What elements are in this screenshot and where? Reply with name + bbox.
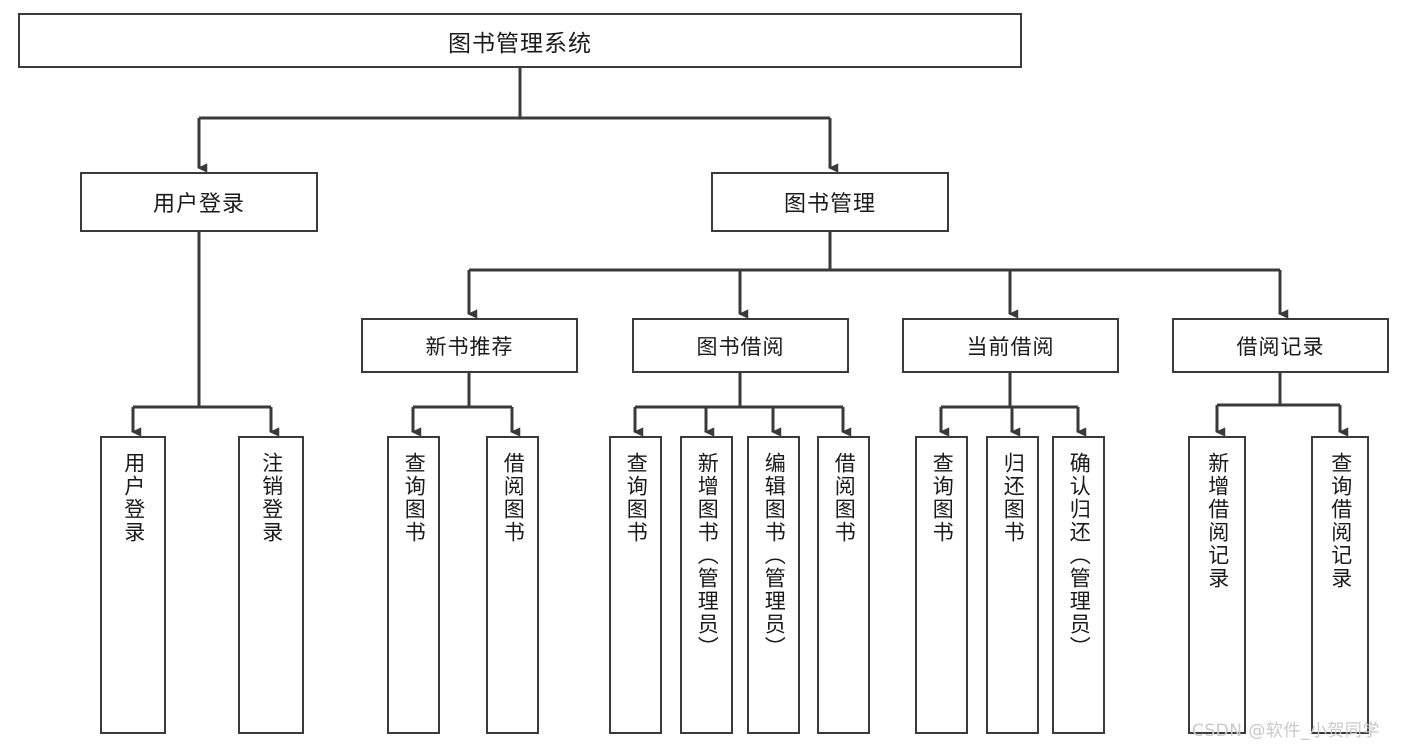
leaf-label: 归还图书 [1001, 452, 1026, 544]
leaf-logout[interactable]: 注销登录 [238, 436, 304, 734]
node-book-management[interactable]: 图书管理 [711, 172, 949, 232]
leaf-query-book-current[interactable]: 查询图书 [915, 436, 968, 734]
leaf-add-book-admin[interactable]: 新增图书（管理员） [680, 436, 733, 734]
node-borrow-record[interactable]: 借阅记录 [1172, 318, 1389, 373]
node-current-borrow[interactable]: 当前借阅 [902, 318, 1119, 373]
node-root-system[interactable]: 图书管理系统 [18, 13, 1022, 68]
leaf-user-login[interactable]: 用户登录 [100, 436, 166, 734]
leaf-label: 借阅图书 [832, 452, 857, 544]
leaf-borrow-book-recommend[interactable]: 借阅图书 [486, 436, 539, 734]
node-book-borrow[interactable]: 图书借阅 [632, 318, 849, 373]
leaf-label: 查询图书 [624, 452, 649, 544]
csdn-watermark: CSDN @软件_小贺同学 [1192, 721, 1380, 741]
leaf-label: 新增借阅记录 [1205, 452, 1230, 590]
leaf-query-book-recommend[interactable]: 查询图书 [387, 436, 440, 734]
leaf-confirm-return-admin[interactable]: 确认归还（管理员） [1052, 436, 1105, 734]
leaf-borrow-book[interactable]: 借阅图书 [817, 436, 870, 734]
leaf-add-borrow-record[interactable]: 新增借阅记录 [1188, 436, 1246, 734]
leaf-label: 编辑图书（管理员） [762, 452, 787, 659]
leaf-label: 用户登录 [121, 452, 146, 544]
leaf-label: 查询图书 [402, 452, 427, 544]
leaf-label: 查询图书 [930, 452, 955, 544]
leaf-query-book-borrow[interactable]: 查询图书 [609, 436, 662, 734]
leaf-query-borrow-record[interactable]: 查询借阅记录 [1311, 436, 1369, 734]
leaf-label: 新增图书（管理员） [695, 452, 720, 659]
leaf-label: 确认归还（管理员） [1067, 452, 1092, 659]
leaf-label: 注销登录 [259, 452, 284, 544]
leaf-return-book[interactable]: 归还图书 [986, 436, 1039, 734]
leaf-label: 借阅图书 [501, 452, 526, 544]
leaf-edit-book-admin[interactable]: 编辑图书（管理员） [747, 436, 800, 734]
node-new-book-recommend[interactable]: 新书推荐 [361, 318, 578, 373]
leaf-label: 查询借阅记录 [1328, 452, 1353, 590]
node-user-login[interactable]: 用户登录 [80, 172, 318, 232]
